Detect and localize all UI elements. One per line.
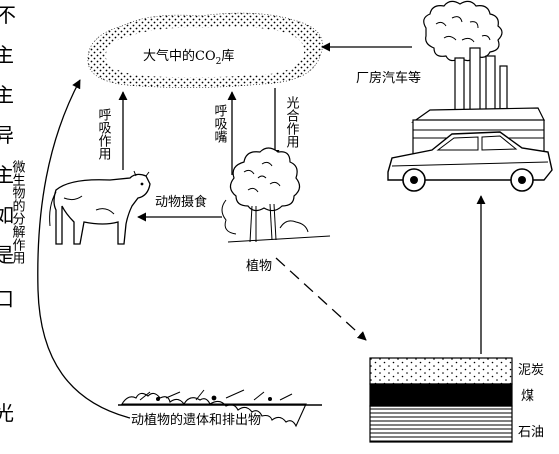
edge-glyph: 是: [0, 243, 14, 267]
remains-illustration: [118, 389, 322, 428]
edge-glyph: 主: [0, 43, 14, 67]
plant-label: 植物: [246, 259, 272, 274]
feeding-label: 动物摄食: [155, 194, 207, 210]
factory-label: 厂房汽车等: [356, 70, 421, 86]
remains-label: 动植物的遗体和排出物: [131, 412, 261, 428]
fossilization-arrow: [275, 257, 367, 341]
decomposition-label: 微生物的分解作用: [10, 160, 26, 265]
plant-respiration-label: 呼吸嘴: [212, 104, 228, 143]
edge-glyph: 口: [0, 287, 14, 311]
fossil-fuel-strata: [369, 357, 513, 443]
edge-glyph: 光: [0, 401, 14, 425]
coal-label: 煤: [521, 389, 534, 404]
edge-glyph: 如: [0, 203, 14, 227]
car-illustration: [387, 131, 553, 192]
plant-illustration: [221, 147, 331, 243]
atmosphere-label: 大气中的CO2库: [143, 48, 234, 67]
left-edge-text: 不 主 主 异 主 如 是 口 光: [0, 3, 16, 425]
edge-glyph: 不: [0, 3, 16, 27]
atmosphere-co2-pool: 大气中的CO2库: [87, 12, 323, 88]
petroleum-label: 石油: [518, 425, 544, 440]
animal-respiration-label: 呼吸作用: [96, 108, 112, 161]
cow-illustration: [49, 170, 151, 245]
edge-glyph: 主: [0, 83, 14, 107]
peat-label: 泥炭: [518, 363, 544, 378]
edge-glyph: 异: [0, 123, 14, 147]
decomposition-arrow: [37, 79, 131, 419]
photosynthesis-label: 光合作用: [284, 96, 300, 149]
edge-glyph: 主: [0, 163, 14, 187]
